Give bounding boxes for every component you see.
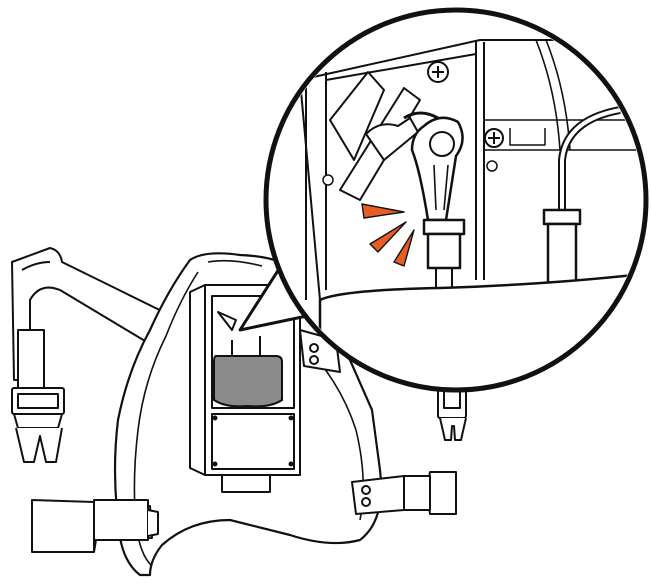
fluid-bag bbox=[213, 355, 283, 408]
buckle-left bbox=[11, 329, 65, 463]
tube-connector bbox=[365, 111, 466, 310]
bottom-strap-right bbox=[351, 471, 457, 515]
alert-marks bbox=[361, 203, 415, 267]
bottom-strap-left bbox=[31, 499, 159, 553]
